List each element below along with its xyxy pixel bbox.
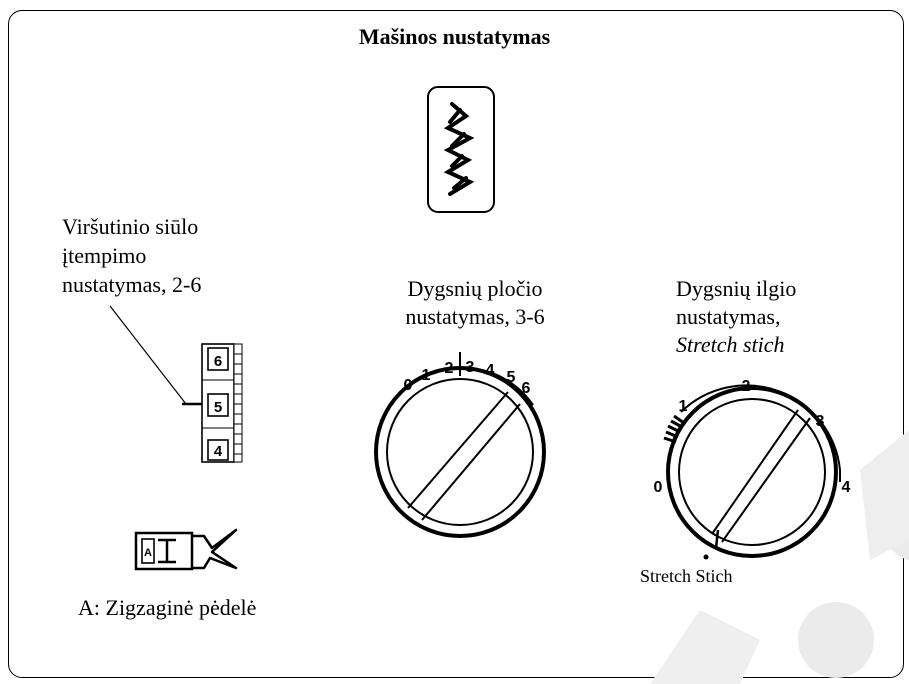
width-scale-2: 2 — [445, 360, 454, 377]
length-scale-3: 3 — [816, 413, 825, 430]
tension-value-4: 4 — [214, 443, 223, 460]
page-title: Mašinos nustatymas — [358, 24, 551, 49]
diagram-frame — [8, 10, 904, 678]
width-scale-0: 0 — [404, 377, 413, 394]
length-scale-1: 1 — [679, 398, 688, 415]
tension-label-line3: nustatymas, 2-6 — [62, 272, 202, 297]
width-label-line1: Dygsnių pločio — [407, 276, 543, 301]
length-label-line3: Stretch stich — [676, 332, 785, 357]
tension-value-6: 6 — [214, 353, 222, 370]
width-scale-6: 6 — [522, 380, 531, 397]
stretch-stich-label: Stretch Stich — [640, 566, 733, 586]
presser-foot-caption: A: Zigzaginė pėdelė — [78, 595, 257, 620]
tension-label-line1: Viršutinio siūlo — [62, 214, 199, 239]
length-label-line1: Dygsnių ilgio — [676, 276, 797, 301]
length-scale-0: 0 — [654, 479, 663, 496]
tension-value-5: 5 — [214, 399, 222, 416]
width-scale-4: 4 — [486, 362, 495, 379]
width-scale-5: 5 — [507, 369, 516, 386]
length-label-line2: nustatymas, — [676, 304, 781, 329]
width-scale-1: 1 — [422, 367, 431, 384]
presser-foot-letter: A — [144, 547, 152, 559]
length-scale-4: 4 — [842, 479, 851, 496]
width-scale-3: 3 — [466, 359, 475, 376]
width-label-line2: nustatymas, 3-6 — [405, 304, 545, 329]
tension-label-line2: įtempimo — [62, 243, 147, 268]
length-scale-2: 2 — [742, 378, 751, 395]
